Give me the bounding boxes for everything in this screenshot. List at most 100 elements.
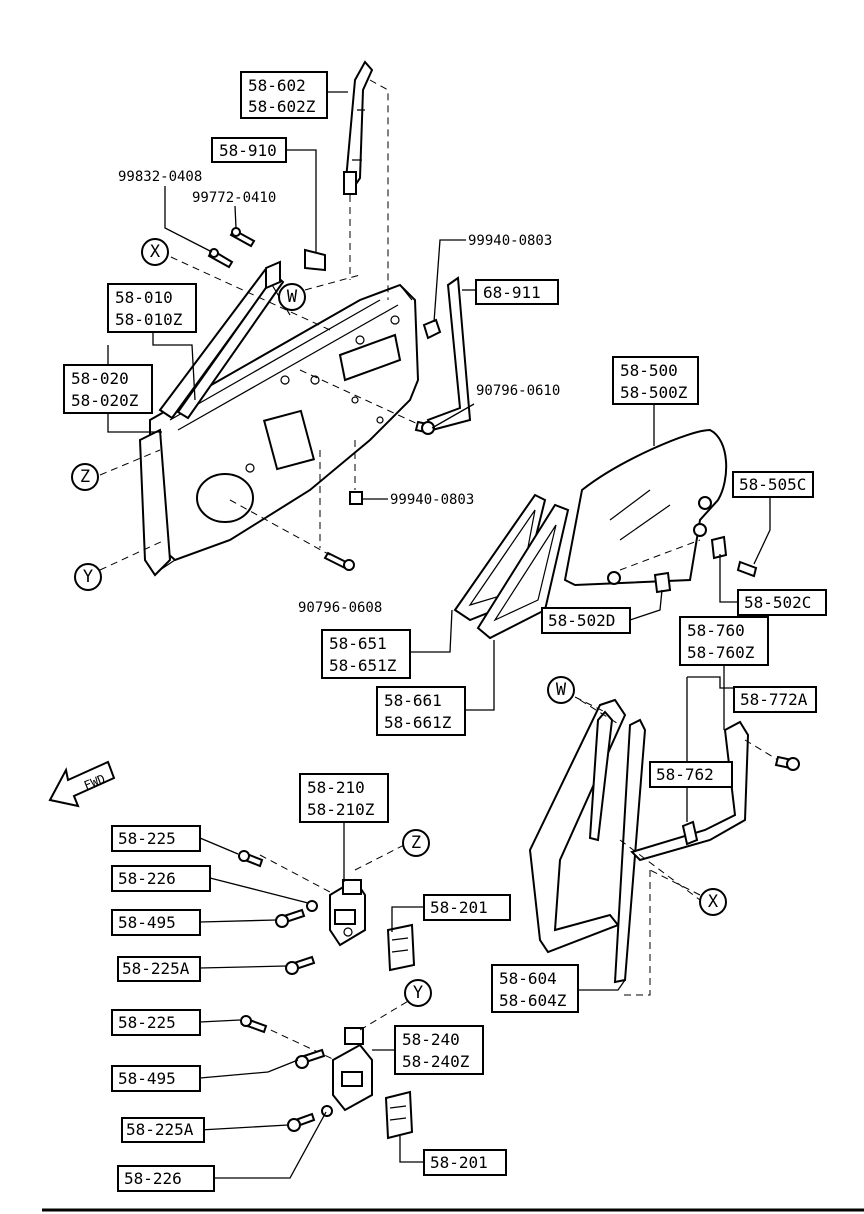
forward-direction-arrow: FWD	[48, 760, 116, 808]
box-58-500-line2: 58-500Z	[620, 383, 688, 402]
ref-x-top-label: X	[150, 242, 161, 262]
box-58-225-lower: 58-225	[111, 1009, 201, 1036]
box-58-602-line1: 58-602	[248, 76, 306, 95]
box-58-240-line1: 58-240	[402, 1030, 460, 1049]
box-58-226-upper: 58-226	[111, 865, 211, 892]
ref-circle-x-top: X	[141, 238, 169, 266]
box-58-225-upper-line1: 58-225	[118, 829, 176, 848]
box-58-760: 58-760 58-760Z	[679, 616, 769, 666]
box-68-911: 68-911	[475, 279, 559, 305]
box-58-210: 58-210 58-210Z	[299, 773, 389, 823]
ref-circle-y-left: Y	[74, 563, 102, 591]
ref-circle-w-top: W	[278, 283, 306, 311]
label-90796-0610: 90796-0610	[476, 383, 560, 399]
nut-99940-0803-bottom	[349, 440, 363, 505]
fastener-99832-0408	[207, 248, 234, 269]
box-58-225A-lower-line1: 58-225A	[126, 1120, 194, 1139]
box-58-910: 58-910	[211, 137, 287, 163]
box-58-020-line1: 58-020	[71, 369, 129, 388]
box-58-604-line2: 58-604Z	[499, 991, 567, 1010]
box-58-495-upper: 58-495	[111, 909, 201, 936]
bracket-58-910	[265, 248, 326, 290]
box-58-772A-line1: 58-772A	[740, 690, 808, 709]
weatherstrip-58-760	[630, 720, 750, 862]
label-99772-0410: 99772-0410	[192, 190, 276, 206]
ref-z-hinge-label: Z	[411, 833, 421, 853]
box-58-495-lower: 58-495	[111, 1065, 201, 1092]
door-shell	[138, 283, 420, 577]
quarter-glass-58-661	[476, 503, 570, 640]
box-58-505C-line1: 58-505C	[739, 475, 806, 494]
box-58-910-line1: 58-910	[219, 141, 277, 160]
nut-99940-0803-top	[422, 318, 442, 340]
part-58-602-channel	[343, 60, 389, 300]
box-58-502C-line1: 58-502C	[744, 593, 811, 612]
ref-w-top-label: W	[287, 287, 298, 307]
box-58-505C: 58-505C	[732, 471, 814, 498]
box-58-661-line1: 58-661	[384, 691, 442, 710]
ref-circle-x-right: X	[699, 888, 727, 916]
box-58-201-upper: 58-201	[423, 894, 511, 921]
bracket-58-502D	[653, 571, 672, 594]
box-58-010-line1: 58-010	[115, 288, 173, 307]
box-58-502C: 58-502C	[737, 589, 827, 616]
box-58-225A-lower: 58-225A	[121, 1117, 205, 1143]
ref-y-hinge-label: Y	[413, 983, 423, 1003]
clip-58-762	[681, 820, 699, 846]
box-58-020-line2: 58-020Z	[71, 391, 139, 410]
box-58-760-line2: 58-760Z	[687, 643, 755, 662]
ref-circle-z-hinge: Z	[402, 829, 430, 857]
boxed-labels: 58-602 58-602Z 58-910 68-911 58-010 58-0…	[63, 71, 827, 1192]
box-58-225-lower-line1: 58-225	[118, 1013, 176, 1032]
label-99940-0803-top: 99940-0803	[468, 233, 552, 249]
plain-labels: 99832-0408 99772-0410 99940-0803 90796-0…	[118, 169, 560, 616]
box-58-201-upper-line1: 58-201	[430, 898, 488, 917]
box-58-500-line1: 58-500	[620, 361, 678, 380]
ref-circle-z-left: Z	[71, 463, 99, 491]
box-58-226-lower: 58-226	[117, 1165, 215, 1192]
box-58-772A: 58-772A	[733, 686, 817, 713]
box-58-760-line1: 58-760	[687, 621, 745, 640]
label-99940-0803-bottom: 99940-0803	[390, 492, 474, 508]
box-58-240: 58-240 58-240Z	[394, 1025, 484, 1075]
clip-58-505C	[736, 560, 758, 578]
box-58-201-lower-line1: 58-201	[430, 1153, 488, 1172]
fastener-99772-0410	[229, 227, 256, 248]
box-58-010-line2: 58-010Z	[115, 310, 183, 329]
ref-circle-w-right: W	[547, 676, 575, 704]
box-58-240-line2: 58-240Z	[402, 1052, 470, 1071]
box-58-604: 58-604 58-604Z	[491, 964, 579, 1013]
box-58-661-line2: 58-661Z	[384, 713, 452, 732]
ref-z-left-label: Z	[80, 467, 90, 487]
box-58-604-line1: 58-604	[499, 969, 557, 988]
box-58-651: 58-651 58-651Z	[321, 629, 411, 679]
shim-58-201-lower	[384, 1090, 414, 1140]
box-58-502D: 58-502D	[541, 607, 631, 634]
box-58-225-upper: 58-225	[111, 825, 201, 852]
ref-x-right-label: X	[708, 892, 719, 912]
box-58-602-line2: 58-602Z	[248, 97, 316, 116]
hinge-upper-58-210	[259, 841, 411, 947]
box-58-762-line1: 58-762	[656, 765, 714, 784]
box-58-225A-upper-line1: 58-225A	[122, 959, 190, 978]
box-58-010: 58-010 58-010Z	[107, 283, 197, 333]
box-58-226-upper-line1: 58-226	[118, 869, 176, 888]
box-58-495-upper-line1: 58-495	[118, 913, 176, 932]
box-58-602: 58-602 58-602Z	[240, 71, 328, 119]
weatherstrip-58-604	[528, 698, 651, 996]
label-99832-0408: 99832-0408	[118, 169, 202, 185]
hinge-bolts	[238, 850, 333, 1132]
hinge-lower-58-240	[259, 999, 411, 1112]
ref-w-right-label: W	[556, 680, 567, 700]
leader-lines	[107, 91, 771, 1179]
box-58-661: 58-661 58-661Z	[376, 686, 466, 736]
box-58-210-line1: 58-210	[307, 778, 365, 797]
box-58-226-lower-line1: 58-226	[124, 1169, 182, 1188]
bolt-58-772A	[744, 739, 800, 771]
bolt-90796-0608	[229, 450, 355, 571]
box-58-502D-line1: 58-502D	[548, 611, 615, 630]
box-58-495-lower-line1: 58-495	[118, 1069, 176, 1088]
ref-y-left-label: Y	[83, 567, 93, 587]
ref-circle-y-hinge: Y	[404, 979, 432, 1007]
